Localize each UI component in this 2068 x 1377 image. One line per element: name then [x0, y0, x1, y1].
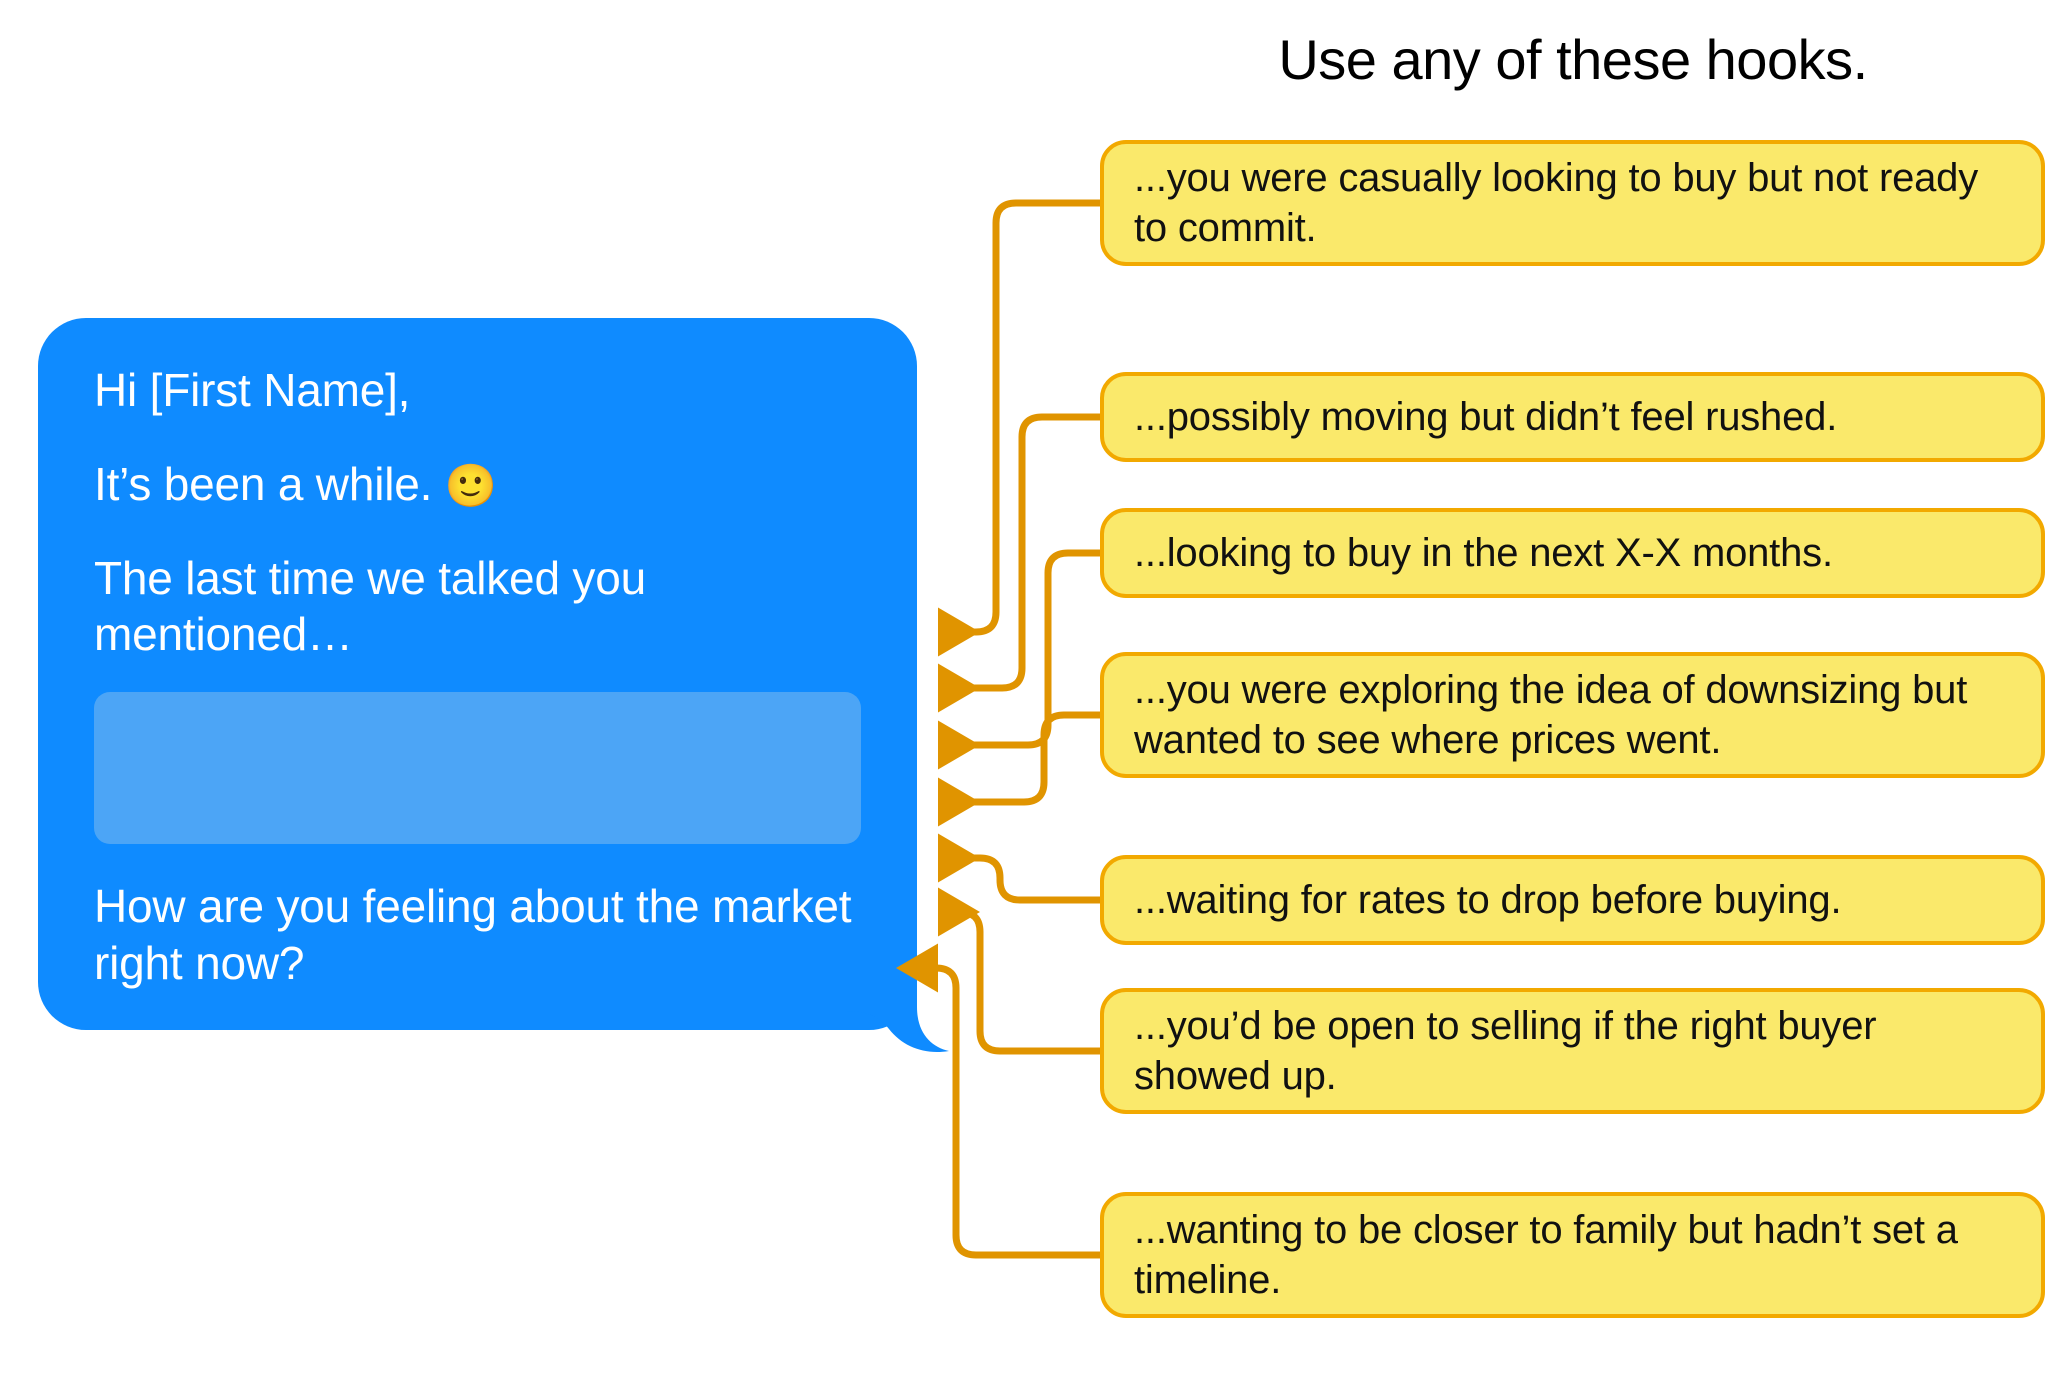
- hook-text-2: ...possibly moving but didn’t feel rushe…: [1134, 394, 1838, 439]
- hook-text-5: ...waiting for rates to drop before buyi…: [1134, 877, 1842, 922]
- hook-text-7: ...wanting to be closer to family but ha…: [1134, 1207, 1958, 1302]
- hook-text-4: ...you were exploring the idea of downsi…: [1134, 667, 1968, 762]
- hook-bubble-5[interactable]: ...waiting for rates to drop before buyi…: [1100, 855, 2045, 945]
- message-bubble: Hi [First Name], It’s been a while. 🙂 Th…: [38, 318, 917, 1030]
- hook-text-3: ...looking to buy in the next X-X months…: [1134, 530, 1833, 575]
- slightly-smiling-face-icon: 🙂: [444, 462, 497, 510]
- hook-bubble-1[interactable]: ...you were casually looking to buy but …: [1100, 140, 2045, 266]
- connector-1: [938, 199, 1100, 657]
- hook-bubble-6[interactable]: ...you’d be open to selling if the right…: [1100, 988, 2045, 1114]
- hook-bubble-3[interactable]: ...looking to buy in the next X-X months…: [1100, 508, 2045, 598]
- message-closing: How are you feeling about the market rig…: [94, 880, 852, 989]
- message-greeting: Hi [First Name],: [94, 364, 411, 416]
- hook-bubble-4[interactable]: ...you were exploring the idea of downsi…: [1100, 652, 2045, 778]
- hook-bubble-7[interactable]: ...wanting to be closer to family but ha…: [1100, 1192, 2045, 1318]
- message-line-3: The last time we talked you mentioned…: [94, 552, 646, 661]
- message-line-2-text: It’s been a while.: [94, 458, 433, 511]
- connector-4: [938, 711, 1100, 827]
- hook-text-1: ...you were casually looking to buy but …: [1134, 155, 1979, 250]
- connector-2: [938, 413, 1100, 713]
- connector-6: [938, 887, 1100, 1055]
- hook-bubble-2[interactable]: ...possibly moving but didn’t feel rushe…: [1100, 372, 2045, 462]
- message-placeholder-block: [94, 692, 861, 845]
- connector-5: [938, 833, 1100, 904]
- connector-7: [896, 943, 1100, 1259]
- hook-text-6: ...you’d be open to selling if the right…: [1134, 1003, 1877, 1098]
- connector-3: [938, 549, 1100, 770]
- page-title: Use any of these hooks.: [1278, 28, 1868, 91]
- message-line-2: It’s been a while. 🙂: [94, 456, 861, 512]
